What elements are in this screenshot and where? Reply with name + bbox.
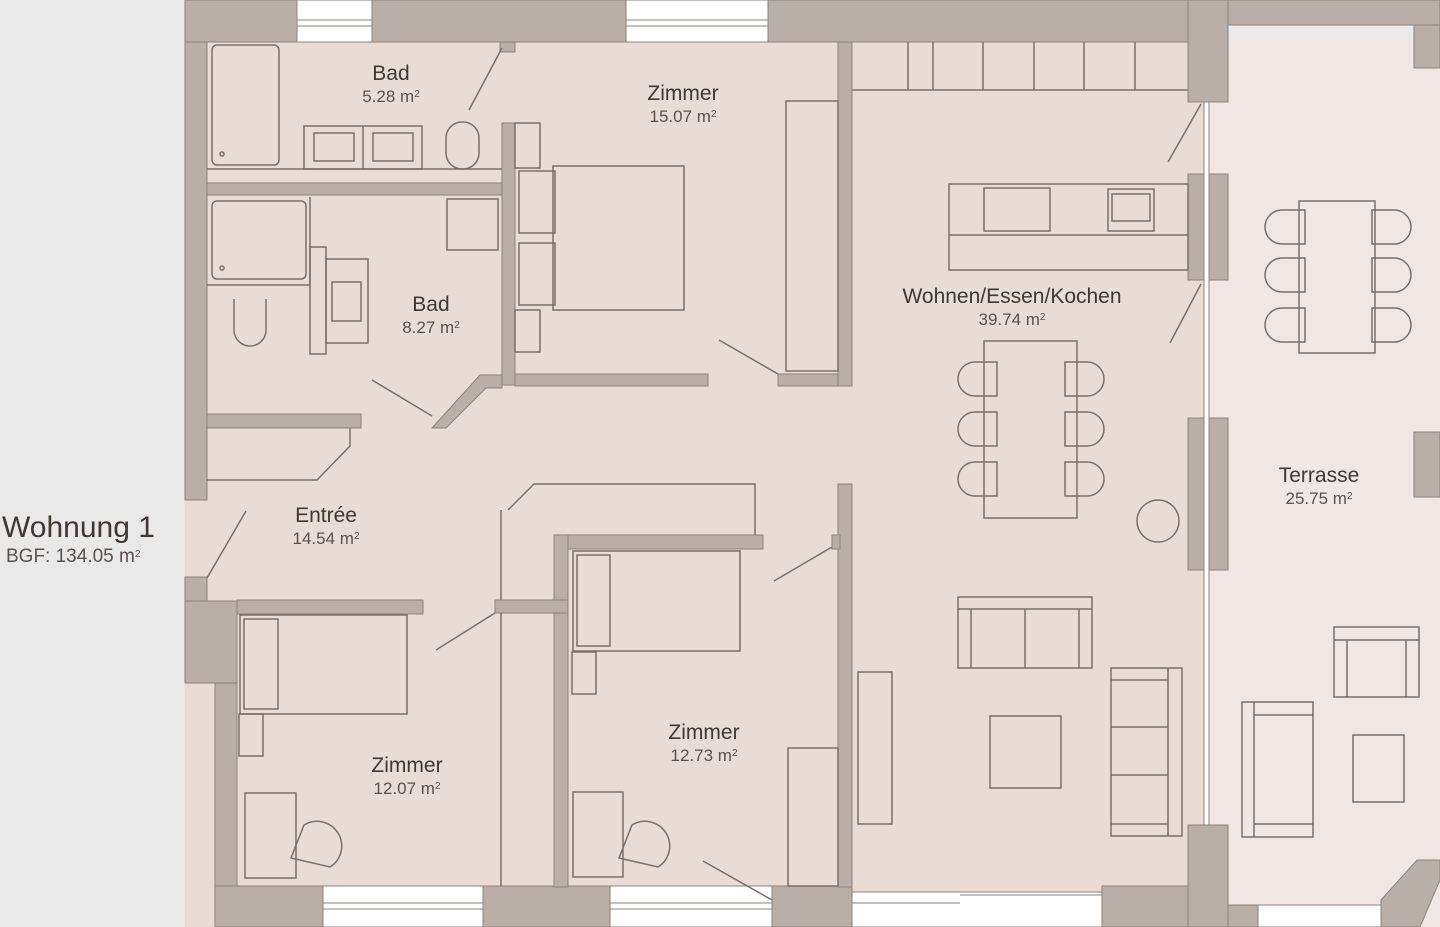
door-swing-icon xyxy=(773,546,833,582)
wall-bad-divider xyxy=(206,182,503,196)
dining-table-icon xyxy=(983,340,1078,519)
room-label-wohnen: Wohnen/Essen/Kochen 39.74 m2 xyxy=(902,285,1122,329)
room-label-terrasse: Terrasse 25.75 m2 xyxy=(1278,464,1360,508)
bathtub-icon xyxy=(211,44,280,166)
sideboard-icon xyxy=(857,671,893,825)
wall-terrace-top xyxy=(1227,0,1440,26)
chair-icon xyxy=(1264,209,1412,343)
unit-label: Wohnung 1 BGF: 134.05 m2 xyxy=(2,510,155,568)
wall-bad2-angle xyxy=(430,374,503,429)
room-label-zimmer-3: Zimmer 12.07 m2 xyxy=(371,754,443,798)
wall-zimmer2-right xyxy=(837,483,853,888)
room-label-bad-2: Bad 8.27 m2 xyxy=(402,293,460,337)
window-icon xyxy=(609,885,773,927)
door-swing-icon xyxy=(1167,103,1202,163)
room-label-bad-1: Bad 5.28 m2 xyxy=(362,62,420,106)
wall-left-bottom xyxy=(214,682,238,889)
wall-left-pillar xyxy=(184,576,208,602)
column-terrace-e xyxy=(1413,431,1440,498)
terrace-floor xyxy=(1205,40,1440,927)
wall-zimmer1-bottom xyxy=(514,373,709,387)
shoe-cabinet-icon xyxy=(207,428,351,481)
wall-bad-zimmer xyxy=(501,122,516,386)
wall-bottom-3 xyxy=(771,885,853,927)
column-terrace-ne xyxy=(1413,24,1440,69)
room-label-zimmer-2: Zimmer 12.73 m2 xyxy=(668,721,740,765)
chair-icon xyxy=(289,820,343,868)
wall-bottom-1 xyxy=(214,885,324,927)
door-stub-1 xyxy=(499,41,516,53)
door-swing-icon xyxy=(718,339,779,375)
door-swing-icon xyxy=(1169,283,1202,344)
bed-icon xyxy=(239,614,408,715)
wall-left-upper xyxy=(184,41,208,501)
door-swing-icon xyxy=(468,47,503,111)
walls xyxy=(184,0,1440,927)
wall-zimmer2-stub xyxy=(494,599,569,614)
chair-icon xyxy=(957,361,1105,497)
door-swing-icon xyxy=(435,612,496,651)
door-stub-2 xyxy=(831,534,841,550)
side-table-icon xyxy=(1352,734,1405,803)
windows xyxy=(296,0,1382,927)
furniture xyxy=(206,42,1420,901)
unit-title: Wohnung 1 xyxy=(2,511,155,544)
wall-left-lower xyxy=(184,600,238,684)
window-icon xyxy=(851,891,1103,927)
window-icon xyxy=(296,0,373,43)
coffee-table-icon xyxy=(989,715,1062,789)
wall-zimmer2-left xyxy=(553,534,569,888)
room-label-zimmer-1: Zimmer 15.07 m2 xyxy=(647,82,719,126)
column-4 xyxy=(1187,824,1229,927)
window-icon xyxy=(322,885,484,927)
room-label-entree: Entrée 14.54 m2 xyxy=(292,504,360,548)
armchair-icon xyxy=(1333,626,1420,698)
window-icon xyxy=(1257,904,1382,927)
wardrobe-icon xyxy=(787,747,839,887)
door-swing-icon xyxy=(702,860,773,901)
bed-icon xyxy=(572,550,741,652)
wall-top-mid xyxy=(371,0,627,43)
window-icon xyxy=(625,0,769,43)
plant-icon xyxy=(1136,499,1180,543)
wall-zimmer3-top xyxy=(236,599,424,615)
wall-bottom-4 xyxy=(1101,885,1189,927)
shower-icon xyxy=(211,200,307,280)
wardrobe-icon xyxy=(785,100,839,372)
wall-zimmer1-right xyxy=(837,41,853,387)
sink-icon xyxy=(1107,188,1155,232)
terrace-corner-wall xyxy=(1380,859,1440,927)
terrace-bottom-wall xyxy=(1227,904,1259,927)
wall-entree-shelf xyxy=(206,413,362,429)
desk-icon xyxy=(244,792,297,879)
toilet-icon xyxy=(233,299,267,347)
chair-icon xyxy=(617,820,671,868)
sofa-icon xyxy=(1110,667,1183,837)
unit-bgf: BGF: 134.05 m2 xyxy=(6,546,141,567)
column-1 xyxy=(1187,0,1229,103)
dining-table-icon xyxy=(1298,200,1376,354)
lounger-icon xyxy=(1241,701,1314,838)
wall-bottom-2 xyxy=(482,885,611,927)
wall-top-right xyxy=(767,0,1189,43)
wall-top-left xyxy=(184,0,298,43)
door-swing-icon xyxy=(371,379,433,417)
wall-zimmer2-top xyxy=(567,534,764,550)
kitchen-island-icon xyxy=(948,183,1189,271)
glass-facade xyxy=(1203,101,1210,826)
desk-icon xyxy=(572,791,624,878)
bed-icon xyxy=(552,165,685,311)
door-swing-icon xyxy=(206,510,247,579)
